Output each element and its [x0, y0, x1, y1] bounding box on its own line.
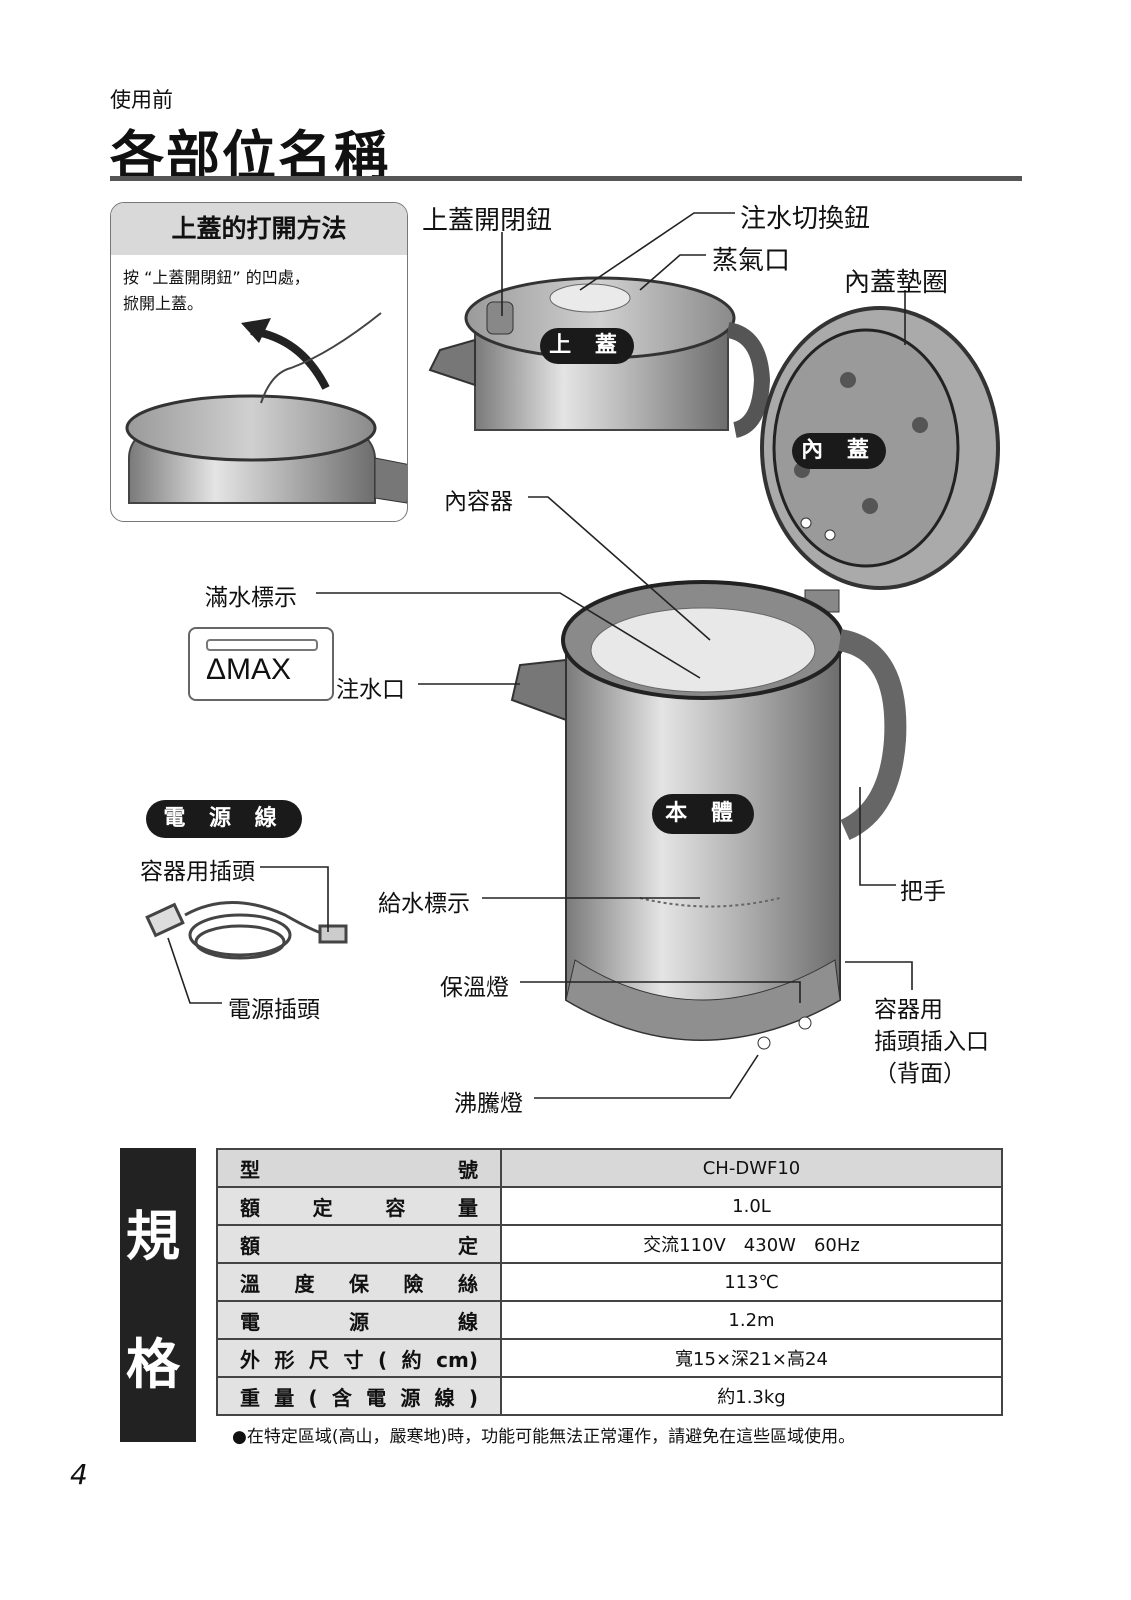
specs-side-char: 規: [126, 1205, 180, 1268]
spec-key: 額定容量: [216, 1186, 502, 1226]
socket-label-line: 容器用: [874, 997, 943, 1023]
inner-lid-tag: 內 蓋: [792, 433, 886, 469]
inner-container-label: 內容器: [444, 489, 513, 515]
spec-value: 1.2m: [500, 1300, 1003, 1340]
power-cord-tag: 電 源 線: [146, 800, 302, 838]
spec-key: 型號: [216, 1148, 502, 1188]
table-row: 重量(含電源線)約1.3kg: [216, 1376, 1003, 1416]
max-text: ΔMAX: [206, 653, 292, 686]
spec-value: 113℃: [500, 1262, 1003, 1302]
spec-value: 1.0L: [500, 1186, 1003, 1226]
leader-lines: [167, 212, 913, 1099]
power-cord-illustration: [145, 901, 348, 960]
body-tag: 本 體: [652, 794, 754, 834]
table-row: 額定交流110V 430W 60Hz: [216, 1224, 1003, 1264]
spec-value: 約1.3kg: [500, 1376, 1003, 1416]
spec-value: CH-DWF10: [500, 1148, 1003, 1188]
spec-key: 重量(含電源線): [216, 1376, 502, 1416]
appliance-plug-label: 容器用插頭: [140, 859, 255, 885]
section-label: 使用前: [110, 88, 173, 112]
title-divider: [110, 176, 1022, 181]
instruction-line: 按 “上蓋開閉鈕” 的凹處，: [123, 268, 310, 287]
full-mark-label: 滿水標示: [205, 585, 297, 611]
spec-key: 外形尺寸(約cm): [216, 1338, 502, 1378]
lid-tag: 上 蓋: [540, 328, 634, 364]
spec-key: 溫度保險絲: [216, 1262, 502, 1302]
steam-vent-label: 蒸氣口: [712, 246, 791, 276]
socket-label: 容器用 插頭插入口 （背面）: [874, 994, 989, 1090]
usage-note: ●在特定區域(高山，嚴寒地)時，功能可能無法正常運作，請避免在這些區域使用。: [232, 1427, 856, 1447]
spec-key: 額定: [216, 1224, 502, 1264]
table-row: 外形尺寸(約cm)寬15×深21×高24: [216, 1338, 1003, 1378]
socket-label-line: （背面）: [874, 1061, 966, 1087]
pour-switch-label: 注水切換鈕: [740, 204, 871, 234]
water-level-label: 給水標示: [378, 891, 470, 917]
handle-label: 把手: [900, 879, 946, 905]
spec-value: 寬15×深21×高24: [500, 1338, 1003, 1378]
inner-lid-gasket-label: 內蓋墊圈: [844, 268, 949, 298]
socket-label-line: 插頭插入口: [874, 1029, 989, 1055]
power-plug-label: 電源插頭: [228, 997, 320, 1023]
lid-opening-title: 上蓋的打開方法: [111, 203, 407, 255]
spec-key: 電源線: [216, 1300, 502, 1340]
lid-button-label: 上蓋開閉鈕: [422, 206, 553, 236]
specs-side-char: 格: [126, 1333, 180, 1396]
max-bar: [206, 639, 318, 651]
max-indicator: ΔMAX: [188, 627, 334, 701]
instruction-line: 掀開上蓋。: [123, 294, 204, 313]
kettle-body-view: [510, 580, 907, 1050]
page-number: 4: [70, 1458, 88, 1491]
spec-value: 交流110V 430W 60Hz: [500, 1224, 1003, 1264]
keep-warm-lamp-label: 保溫燈: [440, 975, 509, 1001]
specs-side-title: 規 格: [120, 1148, 196, 1442]
lid-opening-illustration: [125, 312, 407, 504]
boil-lamp-label: 沸騰燈: [454, 1091, 523, 1117]
spout-label: 注水口: [336, 677, 405, 703]
lid-opening-panel: 上蓋的打開方法 按 “上蓋開閉鈕” 的凹處， 掀開上蓋。: [110, 202, 408, 522]
lid-opening-instructions: 按 “上蓋開閉鈕” 的凹處， 掀開上蓋。: [123, 265, 310, 317]
